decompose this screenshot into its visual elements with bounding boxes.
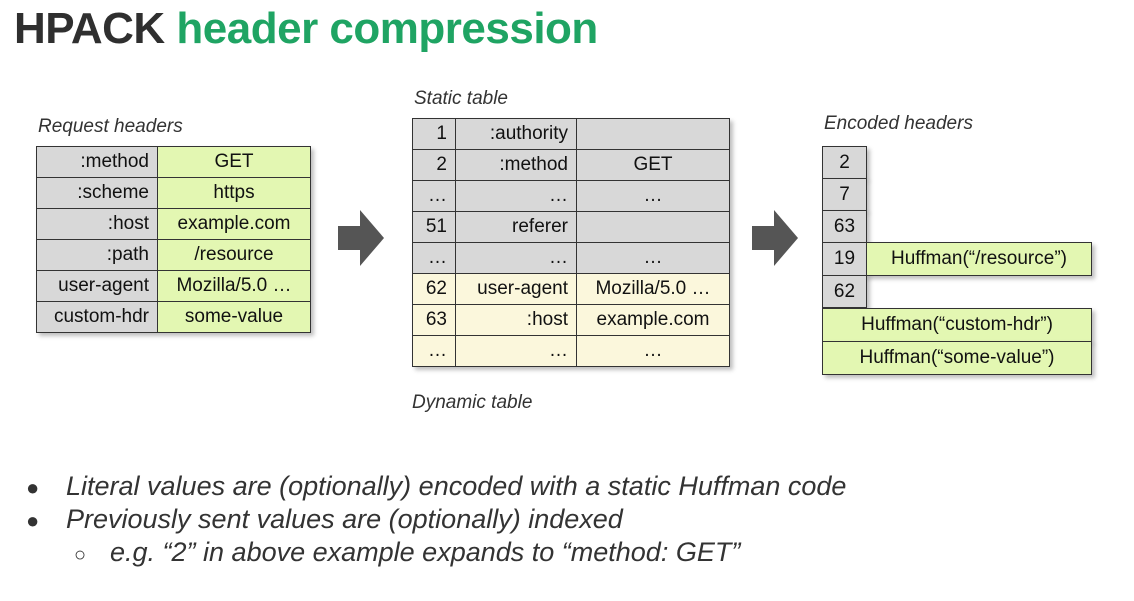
encoded-index: 2 [822, 146, 867, 179]
bullet-text: Previously sent values are (optionally) … [66, 504, 623, 534]
table-row: ……… [412, 242, 730, 274]
entry-name: :host [455, 304, 577, 336]
bullet-icon: ● [26, 475, 40, 500]
entry-index: … [412, 180, 456, 212]
entry-index: 1 [412, 118, 456, 150]
header-value: /resource [157, 239, 311, 271]
entry-name: referer [455, 211, 577, 243]
entry-value: example.com [576, 304, 730, 336]
entry-value: Mozilla/5.0 … [576, 273, 730, 305]
huffman-name-literal: Huffman(“custom-hdr”) [822, 308, 1092, 342]
entry-name: … [455, 242, 577, 274]
table-row: :path/resource [36, 239, 311, 271]
encoded-headers-caption: Encoded headers [824, 113, 973, 134]
table-row: ……… [412, 180, 730, 212]
encoded-index: 7 [822, 178, 867, 211]
entry-value: GET [576, 149, 730, 181]
bullet-text: Literal values are (optionally) encoded … [66, 471, 847, 501]
title-part-2: header compression [176, 4, 598, 53]
table-row: ……… [412, 335, 730, 367]
page-title: HPACK header compression [14, 4, 598, 54]
encoded-index: 63 [822, 210, 867, 243]
header-name: :host [36, 208, 158, 240]
entry-name: … [455, 180, 577, 212]
encoded-index: 62 [822, 275, 867, 308]
entry-name: … [455, 335, 577, 367]
bullet-list: ● Literal values are (optionally) encoded… [26, 470, 846, 569]
header-name: :scheme [36, 177, 158, 209]
entry-value [576, 211, 730, 243]
entry-index: 2 [412, 149, 456, 181]
entry-index: … [412, 242, 456, 274]
header-value: GET [157, 146, 311, 178]
dynamic-table-caption: Dynamic table [412, 392, 533, 413]
header-value: some-value [157, 301, 311, 333]
header-value: example.com [157, 208, 311, 240]
right-arrow-icon [752, 210, 798, 266]
entry-index: … [412, 335, 456, 367]
entry-value: … [576, 335, 730, 367]
header-name: user-agent [36, 270, 158, 302]
right-arrow-icon [338, 210, 384, 266]
table-row: 1:authority [412, 118, 730, 150]
entry-name: :authority [455, 118, 577, 150]
header-value: https [157, 177, 311, 209]
static-table-caption: Static table [414, 88, 508, 109]
header-name: :method [36, 146, 158, 178]
title-part-1: HPACK [14, 4, 165, 53]
header-value: Mozilla/5.0 … [157, 270, 311, 302]
encoded-index: 19 [822, 242, 867, 276]
entry-value: … [576, 180, 730, 212]
entry-index: 51 [412, 211, 456, 243]
list-item: ● Literal values are (optionally) encoded… [26, 470, 846, 503]
header-name: :path [36, 239, 158, 271]
entry-value [576, 118, 730, 150]
entry-name: user-agent [455, 273, 577, 305]
huffman-value-literal: Huffman(“some-value”) [822, 341, 1092, 375]
list-item: ● Previously sent values are (optionally)… [26, 503, 846, 536]
request-headers-caption: Request headers [38, 116, 183, 137]
huffman-path-literal: Huffman(“/resource”) [866, 242, 1092, 276]
entry-index: 62 [412, 273, 456, 305]
sub-bullet-text: e.g. “2” in above example expands to “me… [110, 537, 741, 567]
circle-bullet-icon: ○ [74, 544, 87, 566]
header-name: custom-hdr [36, 301, 158, 333]
entry-index: 63 [412, 304, 456, 336]
bullet-icon: ● [26, 508, 40, 533]
list-item: ○ e.g. “2” in above example expands to “m… [26, 536, 846, 569]
entry-value: … [576, 242, 730, 274]
entry-name: :method [455, 149, 577, 181]
